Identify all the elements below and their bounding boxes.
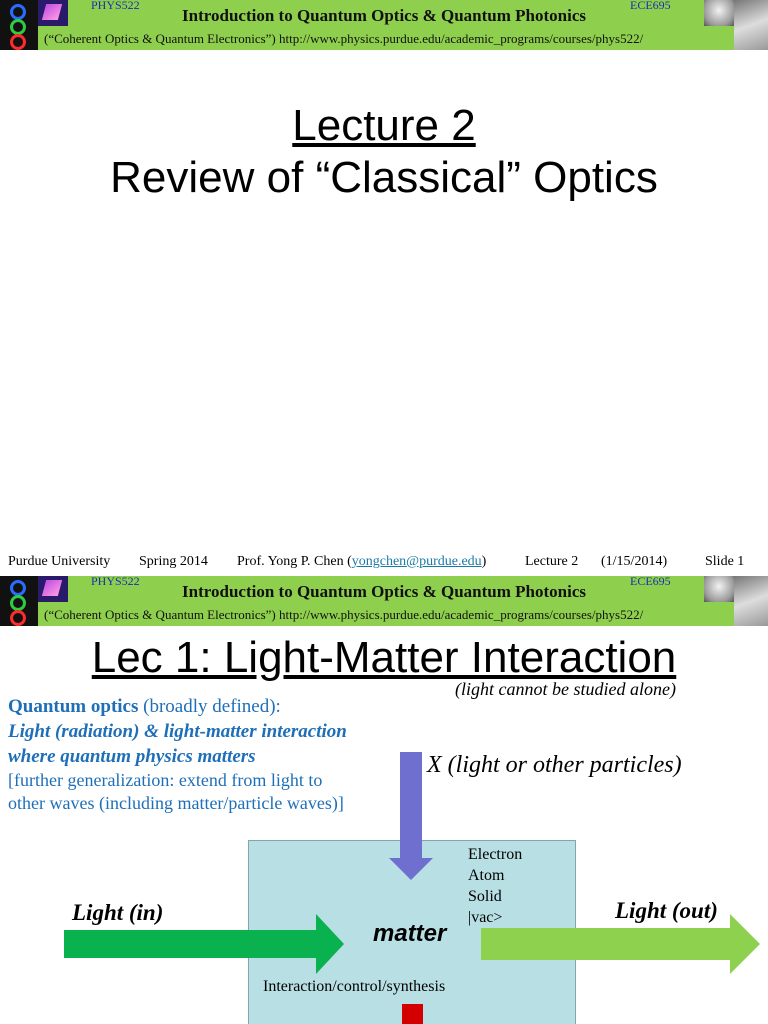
course-code-left: PHYS522 xyxy=(91,576,140,588)
crystal-image-icon xyxy=(38,0,68,26)
ring-icon xyxy=(10,34,26,50)
ring-icon xyxy=(10,4,26,20)
list-item: Solid xyxy=(468,888,502,905)
heading-note: (light cannot be studied alone) xyxy=(455,679,676,699)
ring-icon xyxy=(10,580,26,596)
qo-definition-line2: where quantum physics matters xyxy=(8,746,256,767)
matter-label: matter xyxy=(373,920,447,947)
generalization-line2: other waves (including matter/particle w… xyxy=(8,793,344,813)
footer-term: Spring 2014 xyxy=(139,554,208,569)
slide-2: PHYS522 ECE695 Introduction to Quantum O… xyxy=(0,576,768,1024)
slide-heading: Lec 1: Light-Matter Interaction xyxy=(91,633,677,682)
list-item: Atom xyxy=(468,867,505,884)
qo-definition-line1: Light (radiation) & light-matter interac… xyxy=(8,721,347,742)
generalization-line1: [further generalization: extend from lig… xyxy=(8,770,323,790)
x-particle-label: X (light or other particles) xyxy=(427,752,682,778)
qo-term: Quantum optics xyxy=(8,696,139,717)
course-subtitle: (“Coherent Optics & Quantum Electronics”… xyxy=(44,31,644,46)
light-in-label: Light (in) xyxy=(72,900,164,925)
footer-instructor-name: Prof. Yong P. Chen ( xyxy=(237,554,352,569)
ring-icon xyxy=(10,19,26,35)
footer-lecture: Lecture 2 xyxy=(525,554,579,569)
course-banner: PHYS522 ECE695 Introduction to Quantum O… xyxy=(0,0,768,50)
course-title: Introduction to Quantum Optics & Quantum… xyxy=(182,582,586,601)
footer-institution: Purdue University xyxy=(8,554,111,569)
optics-image-icon xyxy=(704,0,734,26)
lecture-title-block: Lecture 2 Review of “Classical” Optics xyxy=(0,100,768,204)
light-out-arrow xyxy=(481,914,760,974)
purdue-logo-icon xyxy=(0,0,38,50)
lecture-number: Lecture 2 xyxy=(292,101,476,150)
footer-email-link[interactable]: yongchen@purdue.edu xyxy=(351,554,482,569)
course-banner: PHYS522 ECE695 Introduction to Quantum O… xyxy=(0,576,768,626)
light-out-label: Light (out) xyxy=(615,898,718,923)
purdue-logo-icon xyxy=(0,576,38,626)
slide-1: PHYS522 ECE695 Introduction to Quantum O… xyxy=(0,0,768,570)
list-item: Electron xyxy=(468,846,523,863)
course-title: Introduction to Quantum Optics & Quantum… xyxy=(182,6,586,25)
lecture-title: Review of “Classical” Optics xyxy=(110,153,658,202)
footer-instructor: Prof. Yong P. Chen (yongchen@purdue.edu) xyxy=(237,554,486,570)
quantum-optics-definition: Quantum optics (broadly defined): Light … xyxy=(8,694,408,815)
output-marker xyxy=(402,1004,423,1024)
list-item: |vac> xyxy=(468,909,503,926)
footer-date: (1/15/2014) xyxy=(601,554,668,569)
ring-icon xyxy=(10,595,26,611)
footer-instructor-close: ) xyxy=(481,554,487,569)
course-subtitle: (“Coherent Optics & Quantum Electronics”… xyxy=(44,607,644,622)
fiber-image-icon xyxy=(734,576,768,626)
interaction-diagram xyxy=(64,752,760,1024)
optics-image-icon xyxy=(704,576,734,602)
course-code-left: PHYS522 xyxy=(91,0,140,12)
course-code-right: ECE695 xyxy=(630,576,671,588)
light-in-arrow xyxy=(64,914,344,974)
particle-list: Electron Atom Solid |vac> xyxy=(468,844,522,928)
qo-qualifier: (broadly defined): xyxy=(138,696,281,717)
footer-slide-number: Slide 1 xyxy=(705,554,745,569)
ring-icon xyxy=(10,610,26,626)
interaction-label: Interaction/control/synthesis xyxy=(263,978,446,995)
crystal-image-icon xyxy=(38,576,68,602)
fiber-image-icon xyxy=(734,0,768,50)
x-input-arrow xyxy=(389,752,433,880)
course-code-right: ECE695 xyxy=(630,0,671,12)
